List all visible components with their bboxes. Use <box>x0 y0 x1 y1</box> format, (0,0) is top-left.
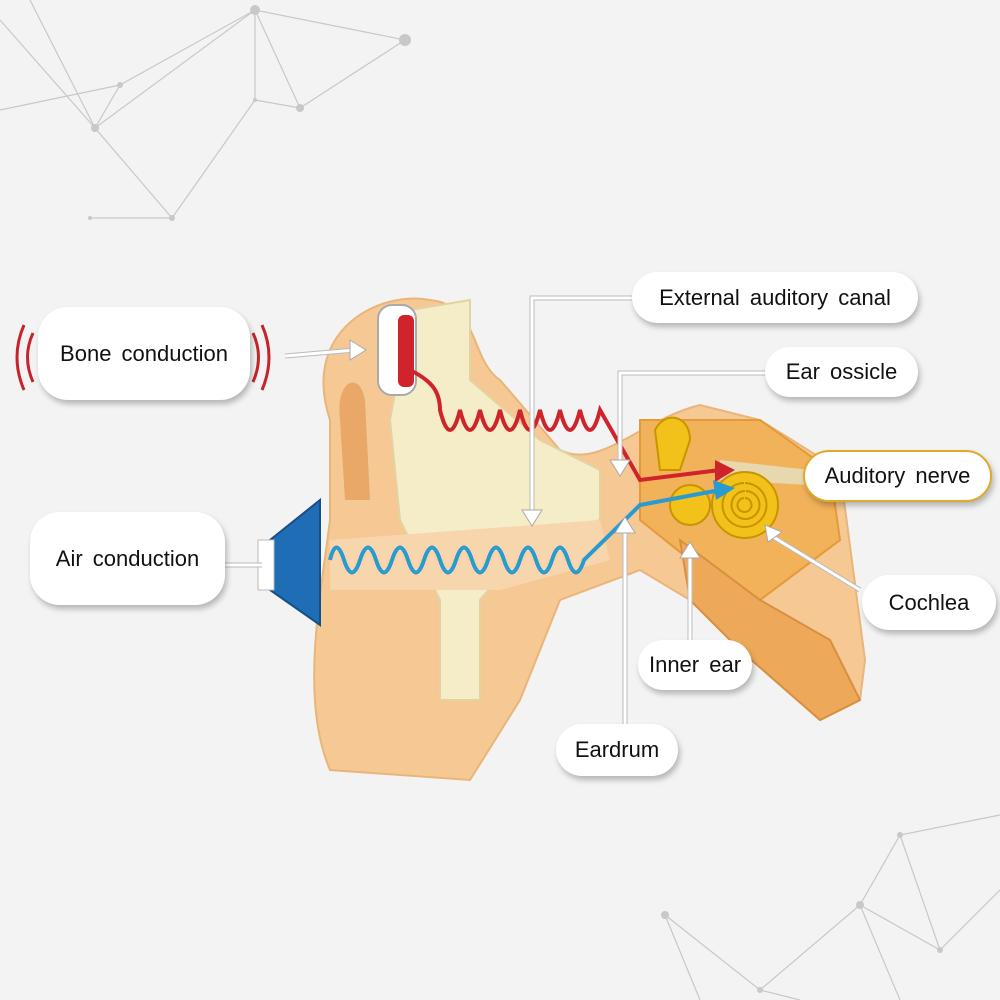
air-conduction-wave <box>328 488 721 575</box>
air-arrowhead <box>713 480 735 500</box>
ossicle-shape <box>653 416 692 471</box>
vibration-icon <box>15 324 271 391</box>
label-bone-conduction: Bone conduction <box>38 307 250 400</box>
network-decoration-bottom-right <box>664 814 1000 1000</box>
inner-ear-tube <box>678 537 862 722</box>
bone-conduction-transducer <box>377 304 417 396</box>
label-inner-ear: Inner ear <box>638 640 752 690</box>
label-external-auditory-canal: External auditory canal <box>632 272 918 323</box>
bone-conduction-wave <box>409 368 721 483</box>
helix-shadow <box>339 382 370 500</box>
label-auditory-nerve: Auditory nerve <box>803 450 992 502</box>
network-decoration-top-left <box>0 0 407 219</box>
label-ear-ossicle: Ear ossicle <box>765 347 918 397</box>
label-cochlea: Cochlea <box>862 575 996 630</box>
bone-arrowhead <box>715 460 735 482</box>
label-air-conduction: Air conduction <box>30 512 225 605</box>
label-eardrum: Eardrum <box>556 724 678 776</box>
air-conduction-speaker <box>269 497 321 627</box>
